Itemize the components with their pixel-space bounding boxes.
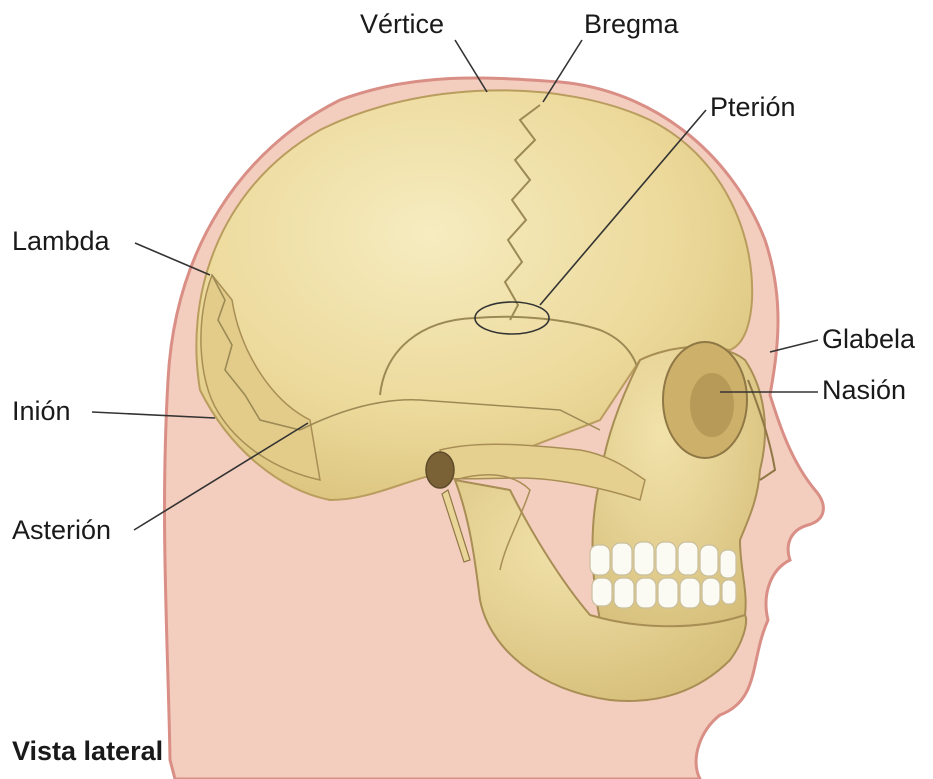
label-asterion: Asterión — [12, 517, 111, 544]
label-pterion: Pterión — [710, 94, 796, 121]
label-glabela: Glabela — [822, 326, 915, 353]
figure-caption: Vista lateral — [12, 738, 163, 765]
orbit-inner — [690, 373, 734, 437]
label-vertice: Vértice — [360, 11, 444, 38]
label-inion: Inión — [12, 398, 71, 425]
label-lambda: Lambda — [12, 228, 110, 255]
label-bregma: Bregma — [584, 11, 679, 38]
label-nasion: Nasión — [822, 377, 906, 404]
external-acoustic-meatus — [426, 452, 454, 488]
